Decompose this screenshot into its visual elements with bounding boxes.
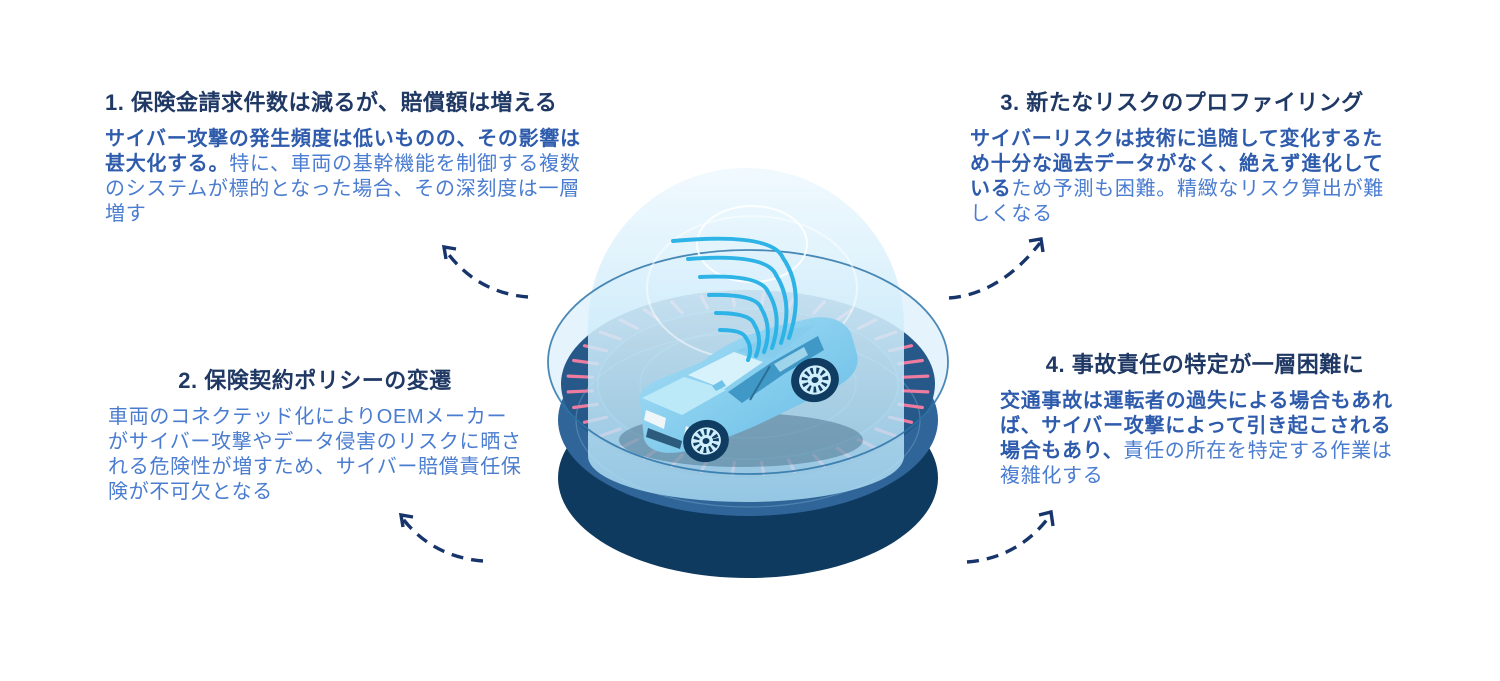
note-risk-profiling-title: 3. 新たなリスクのプロファイリング [1000,90,1364,115]
note-claims-rest: 特に、車両の基幹機能を制御する複数のシステムが標的となった場合、その深刻度は一層… [105,153,581,225]
note-policy: 2. 保険契約ポリシーの変遷 車両のコネクテッド化によりOEMメーカーがサイバー… [108,366,522,505]
dome-rim [547,249,949,475]
platform-tick [902,389,930,394]
arrow-curve-3 [948,241,1042,300]
note-liability-body: 交通事故は運転者の過失による場合もあれば、サイバー攻撃によって引き起こされる場合… [1000,389,1410,489]
note-policy-rest: 車両のコネクテッド化によりOEMメーカーがサイバー攻撃やデータ侵害のリスクに晒さ… [108,406,522,503]
note-policy-title: 2. 保険契約ポリシーの変遷 [178,368,452,393]
arrow-head-2-icon [398,512,414,528]
arrow-curve-1 [444,249,529,299]
note-liability-rest: 責任の所在を特定する作業は複雑化する [1000,440,1393,487]
platform-tick [902,374,930,379]
note-claims: 1. 保険金請求件数は減るが、賠償額は増える サイバー攻撃の発生頻度は低いものの… [105,88,583,227]
arrow-curve-4 [966,515,1051,564]
note-claims-body: サイバー攻撃の発生頻度は低いものの、その影響は甚大化する。特に、車両の基幹機能を… [105,127,583,227]
note-claims-lead: サイバー攻撃の発生頻度は低いものの、その影響は甚大化する。 [105,128,581,175]
car-wheel-rear [791,357,839,403]
car-windshield [688,352,763,389]
note-risk-profiling-lead: サイバーリスクは技術に追随して変化するため十分な過去データがなく、絶えず進化して… [970,128,1384,200]
connected-car-illustration [547,168,949,578]
arrow-head-4-icon [1038,509,1055,527]
signal-waves-icon [671,236,798,362]
car-hood [642,377,726,415]
note-risk-profiling-body: サイバーリスクは技術に追随して変化するため十分な過去データがなく、絶えず進化して… [970,127,1394,227]
note-claims-title: 1. 保険金請求件数は減るが、賠償額は増える [105,90,558,115]
note-liability: 4. 事故責任の特定が一層困難に 交通事故は運転者の過失による場合もあれば、サイ… [1000,350,1410,489]
car-b-pillar [749,365,771,401]
note-policy-body: 車両のコネクテッド化によりOEMメーカーがサイバー攻撃やデータ侵害のリスクに晒さ… [108,405,522,505]
car-headlight-left [644,410,666,429]
car-mirror [712,380,726,391]
car-grille [646,428,682,449]
car-wheel-front [683,419,729,463]
note-liability-lead: 交通事故は運転者の過失による場合もあれば、サイバー攻撃によって引き起こされる場合… [1000,390,1393,462]
arrow-head-3-icon [1028,237,1045,253]
note-liability-title: 4. 事故責任の特定が一層困難に [1045,352,1365,377]
car-icon [619,317,863,467]
car-side-glass-highlight [774,347,808,372]
note-risk-profiling: 3. 新たなリスクのプロファイリング サイバーリスクは技術に追随して変化するため… [970,88,1394,227]
note-risk-profiling-rest: ため予測も困難。精緻なリスク算出が難しくなる [970,178,1385,225]
arrow-head-1-icon [441,244,457,260]
connector-arrows [398,237,1055,564]
arrow-curve-2 [401,517,484,563]
